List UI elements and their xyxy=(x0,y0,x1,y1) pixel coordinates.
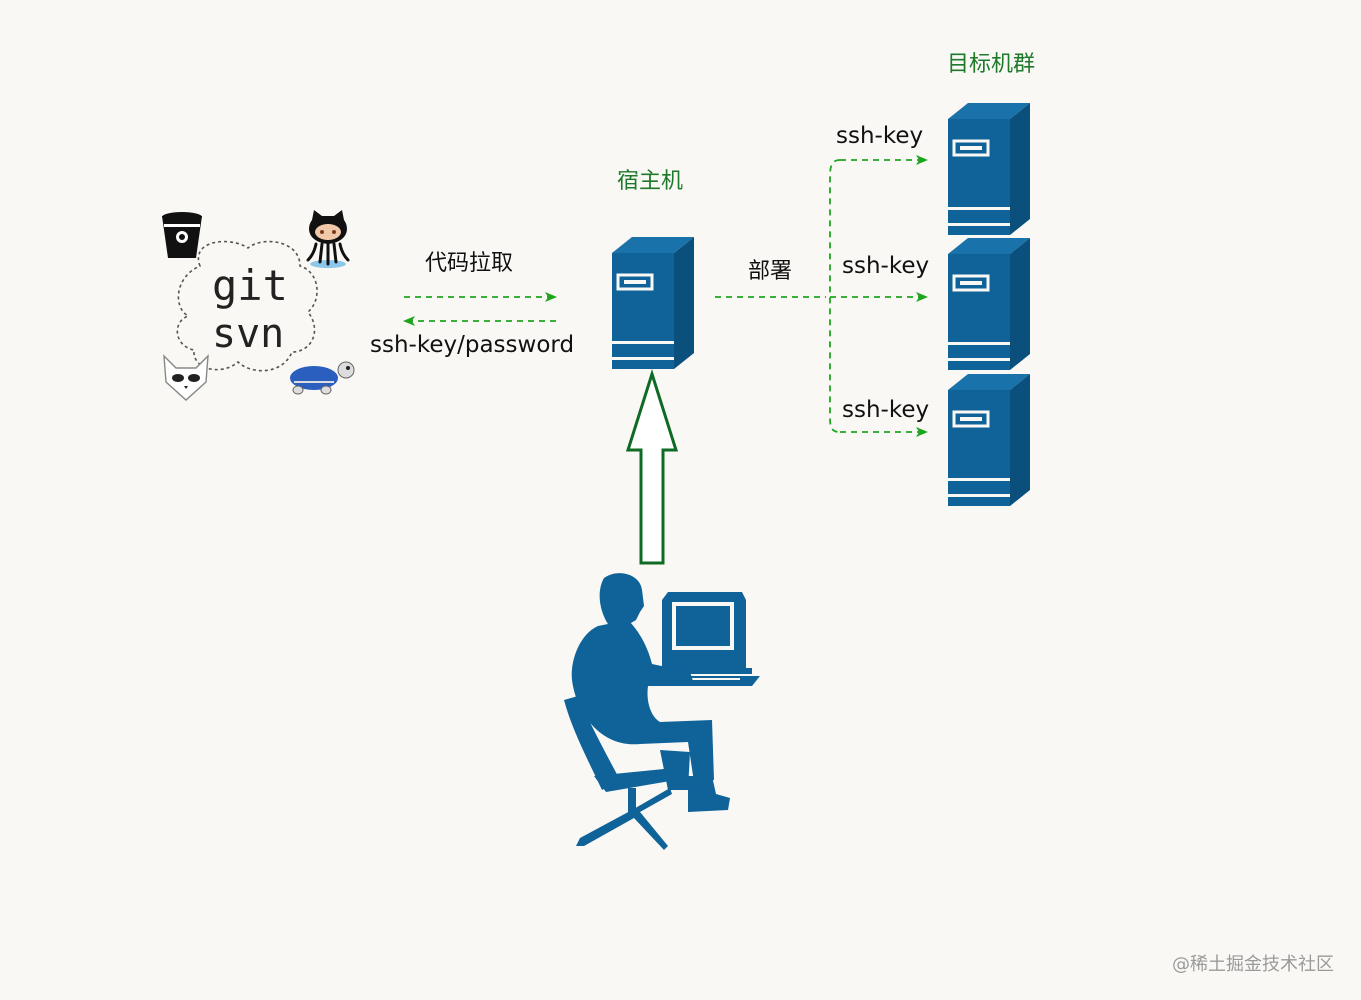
ssh-key-password-label: ssh-key/password xyxy=(370,332,574,358)
ssh-key-label-2: ssh-key xyxy=(842,253,929,279)
host-label: 宿主机 xyxy=(617,169,683,194)
repo-git-text: git xyxy=(212,261,288,310)
tortoise-svn-icon xyxy=(290,361,355,395)
repo-svn-text: svn xyxy=(212,311,284,357)
pull-arrows: 代码拉取 ssh-key/password xyxy=(370,251,574,358)
github-octocat-icon xyxy=(306,210,350,268)
repository-group: git svn xyxy=(162,210,355,401)
ssh-key-label-1: ssh-key xyxy=(836,123,923,149)
code-pull-label: 代码拉取 xyxy=(425,251,513,276)
cluster-label: 目标机群 xyxy=(947,52,1035,77)
target-server-icon-2 xyxy=(946,236,1032,372)
branch-vertical-line xyxy=(829,159,841,433)
target-server-icon-1 xyxy=(946,101,1032,237)
target-server-icon-3 xyxy=(946,372,1032,508)
target-cluster-group: 目标机群 xyxy=(946,52,1035,508)
deploy-arrows: 部署 ssh-key ssh-key ssh-key xyxy=(715,123,929,437)
repo-cloud-outline xyxy=(176,240,318,372)
up-arrow xyxy=(625,369,679,565)
bitbucket-icon xyxy=(162,212,202,258)
deploy-label: 部署 xyxy=(748,259,792,284)
gitlab-fox-icon xyxy=(163,354,209,401)
host-server-icon xyxy=(610,235,696,371)
host-group: 宿主机 xyxy=(610,169,696,371)
watermark: @稀土掘金技术社区 xyxy=(1172,954,1334,975)
ssh-key-label-3: ssh-key xyxy=(842,397,929,423)
developer-at-computer-icon xyxy=(564,573,760,850)
